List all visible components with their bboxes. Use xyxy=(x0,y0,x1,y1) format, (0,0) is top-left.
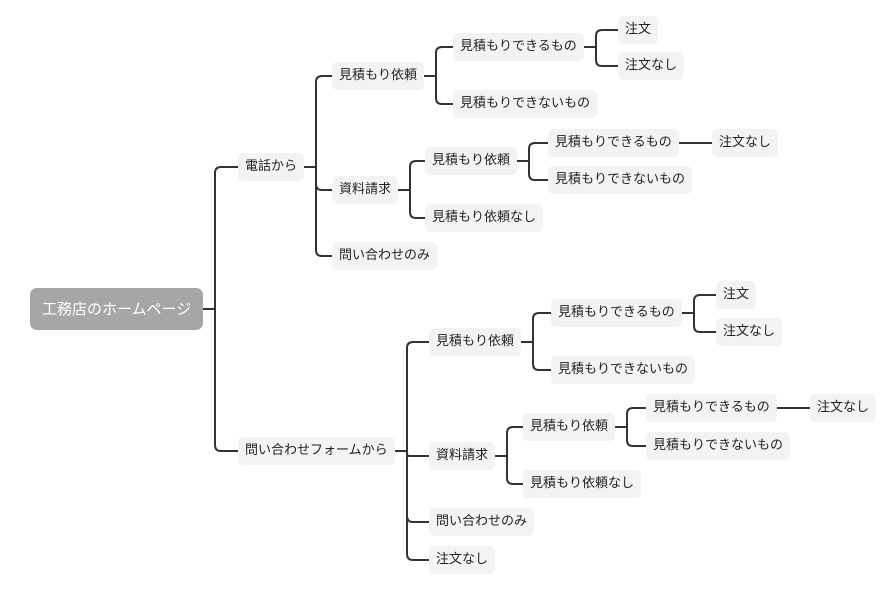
node-phone-estimate-can[interactable]: 見積もりできるもの xyxy=(453,33,584,61)
edge-f-can-to-noorder xyxy=(681,312,717,333)
node-phone-brochure-can[interactable]: 見積もりできるもの xyxy=(548,129,679,157)
edge-f-estimate-to-cannot xyxy=(520,341,552,371)
node-form-brochure-can[interactable]: 見積もりできるもの xyxy=(646,394,777,422)
edge-f-brochure-to-estimate xyxy=(494,426,524,457)
node-phone-estimate-cannot[interactable]: 見積もりできないもの xyxy=(453,90,598,118)
edge-p-brochure-to-noestimate xyxy=(397,189,426,219)
node-form-brochure-no-estimate[interactable]: 見積もり依頼なし xyxy=(523,470,642,498)
edge-root-to-form xyxy=(202,308,239,452)
edge-p-can-to-noorder xyxy=(583,46,619,67)
edge-form-to-inquiry xyxy=(394,450,430,523)
edge-fb-estimate-to-can xyxy=(614,407,647,428)
node-phone-no-order[interactable]: 注文なし xyxy=(618,52,685,80)
node-form[interactable]: 問い合わせフォームから xyxy=(238,437,395,465)
node-phone-brochure-no-estimate[interactable]: 見積もり依頼なし xyxy=(425,204,544,232)
node-form-estimate[interactable]: 見積もり依頼 xyxy=(429,328,522,356)
node-form-no-order[interactable]: 注文なし xyxy=(716,318,783,346)
edge-root-to-phone xyxy=(202,166,239,310)
node-form-estimate-can[interactable]: 見積もりできるもの xyxy=(551,299,682,327)
node-phone-inquiry-only[interactable]: 問い合わせのみ xyxy=(332,242,438,270)
node-phone-estimate[interactable]: 見積もり依頼 xyxy=(332,62,425,90)
edge-form-to-noorder xyxy=(394,450,430,561)
node-form-brochure-estimate[interactable]: 見積もり依頼 xyxy=(523,413,616,441)
node-phone-brochure[interactable]: 資料請求 xyxy=(332,176,399,204)
edge-form-to-estimate xyxy=(394,341,430,452)
node-phone-brochure-no-order[interactable]: 注文なし xyxy=(712,129,779,157)
node-form-order[interactable]: 注文 xyxy=(716,281,757,309)
edge-phone-to-inquiry xyxy=(303,166,333,257)
node-phone-order[interactable]: 注文 xyxy=(618,16,659,44)
node-form-brochure[interactable]: 資料請求 xyxy=(429,442,496,470)
root-node[interactable]: 工務店のホームページ xyxy=(30,288,204,330)
edge-p-estimate-to-can xyxy=(423,46,454,77)
edge-p-can-to-order xyxy=(583,29,619,48)
edge-fb-estimate-to-cannot xyxy=(614,426,647,447)
node-form-brochure-no-order[interactable]: 注文なし xyxy=(810,394,877,422)
edge-f-estimate-to-can xyxy=(520,312,552,343)
node-phone[interactable]: 電話から xyxy=(238,153,305,181)
node-form-estimate-cannot[interactable]: 見積もりできないもの xyxy=(551,356,696,384)
node-form-inquiry-only[interactable]: 問い合わせのみ xyxy=(429,508,535,536)
node-form-no-order-direct[interactable]: 注文なし xyxy=(429,546,496,574)
edge-f-can-to-order xyxy=(681,294,717,314)
edge-pb-estimate-to-can xyxy=(516,142,549,162)
edge-pb-estimate-to-cannot xyxy=(516,160,549,181)
edge-f-brochure-to-noestimate xyxy=(494,455,524,485)
edge-phone-to-brochure xyxy=(303,166,333,191)
node-phone-brochure-estimate[interactable]: 見積もり依頼 xyxy=(425,147,518,175)
edge-p-estimate-to-cannot xyxy=(423,75,454,105)
edge-phone-to-estimate xyxy=(303,75,333,168)
node-phone-brochure-cannot[interactable]: 見積もりできないもの xyxy=(548,166,693,194)
edge-p-brochure-to-estimate xyxy=(397,160,426,191)
node-form-brochure-cannot[interactable]: 見積もりできないもの xyxy=(646,432,791,460)
